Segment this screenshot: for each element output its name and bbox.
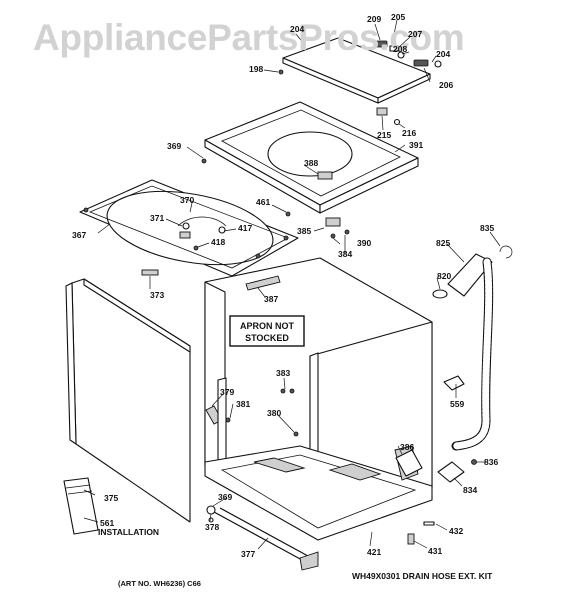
apron-note-line2: STOCKED bbox=[245, 333, 289, 343]
callout-204: 204 bbox=[436, 49, 450, 59]
installation-doc-part bbox=[63, 477, 99, 535]
callout-367: 367 bbox=[72, 230, 86, 240]
callout-561: 561 bbox=[100, 518, 114, 528]
callout-381: 381 bbox=[236, 399, 250, 409]
callout-373: 373 bbox=[150, 290, 164, 300]
callout-216: 216 bbox=[402, 128, 416, 138]
callout-387: 387 bbox=[264, 294, 278, 304]
callout-198: 198 bbox=[249, 64, 263, 74]
apron-note-line1: APRON NOT bbox=[240, 321, 295, 331]
leader-lines bbox=[83, 19, 501, 550]
callout-820: 820 bbox=[437, 271, 451, 281]
top-panel-part bbox=[204, 101, 419, 214]
callout-205: 205 bbox=[391, 12, 405, 22]
callout-825: 825 bbox=[436, 238, 450, 248]
callout-835: 835 bbox=[480, 223, 494, 233]
callout-834: 834 bbox=[463, 485, 477, 495]
callout-386: 386 bbox=[400, 442, 414, 452]
callout-391: 391 bbox=[409, 140, 423, 150]
callout-417: 417 bbox=[238, 223, 252, 233]
callout-377: 377 bbox=[241, 549, 255, 559]
callout-380: 380 bbox=[267, 408, 281, 418]
lid-bumper-part bbox=[376, 107, 401, 126]
art-number-label: (ART NO. WH6236) C66 bbox=[118, 579, 201, 588]
callout-432: 432 bbox=[449, 526, 463, 536]
clip-part bbox=[141, 269, 159, 276]
callout-204: 204 bbox=[290, 24, 304, 34]
base-rail-part bbox=[206, 505, 435, 571]
callout-206: 206 bbox=[439, 80, 453, 90]
callout-369: 369 bbox=[167, 141, 181, 151]
callout-383: 383 bbox=[276, 368, 290, 378]
callout-209: 209 bbox=[367, 14, 381, 24]
callout-559: 559 bbox=[450, 399, 464, 409]
lid-part bbox=[282, 37, 431, 104]
fastener-parts bbox=[193, 158, 350, 251]
apron-note-box: APRON NOT STOCKED bbox=[229, 315, 305, 347]
lid-hardware-part bbox=[278, 40, 442, 75]
callout-371: 371 bbox=[150, 213, 164, 223]
callout-378: 378 bbox=[205, 522, 219, 532]
callout-labels: 204 209 205 207 208 204 198 206 215 216 … bbox=[72, 12, 498, 559]
callout-421: 421 bbox=[367, 547, 381, 557]
callout-431: 431 bbox=[428, 546, 442, 556]
hose-bracket-part bbox=[395, 449, 423, 477]
tub-cover-part bbox=[79, 179, 299, 277]
callout-375: 375 bbox=[104, 493, 118, 503]
drain-hose-part bbox=[447, 245, 513, 451]
callout-370: 370 bbox=[180, 195, 194, 205]
hose-clamp-part bbox=[432, 289, 477, 483]
drain-hose-kit-label: WH49X0301 DRAIN HOSE EXT. KIT bbox=[352, 571, 493, 581]
callout-215: 215 bbox=[377, 130, 391, 140]
callout-418: 418 bbox=[211, 237, 225, 247]
watermark-text: AppliancePartsPros.com bbox=[33, 17, 464, 58]
callout-461: 461 bbox=[256, 197, 270, 207]
callout-379: 379 bbox=[220, 387, 234, 397]
callout-369: 369 bbox=[218, 492, 232, 502]
callout-385: 385 bbox=[297, 226, 311, 236]
callout-390: 390 bbox=[357, 238, 371, 248]
callout-207: 207 bbox=[408, 29, 422, 39]
callout-836: 836 bbox=[484, 457, 498, 467]
front-apron-part bbox=[65, 278, 191, 523]
callout-388: 388 bbox=[304, 158, 318, 168]
callout-208: 208 bbox=[393, 44, 407, 54]
callout-384: 384 bbox=[338, 249, 352, 259]
installation-label: INSTALLATION bbox=[98, 527, 159, 537]
